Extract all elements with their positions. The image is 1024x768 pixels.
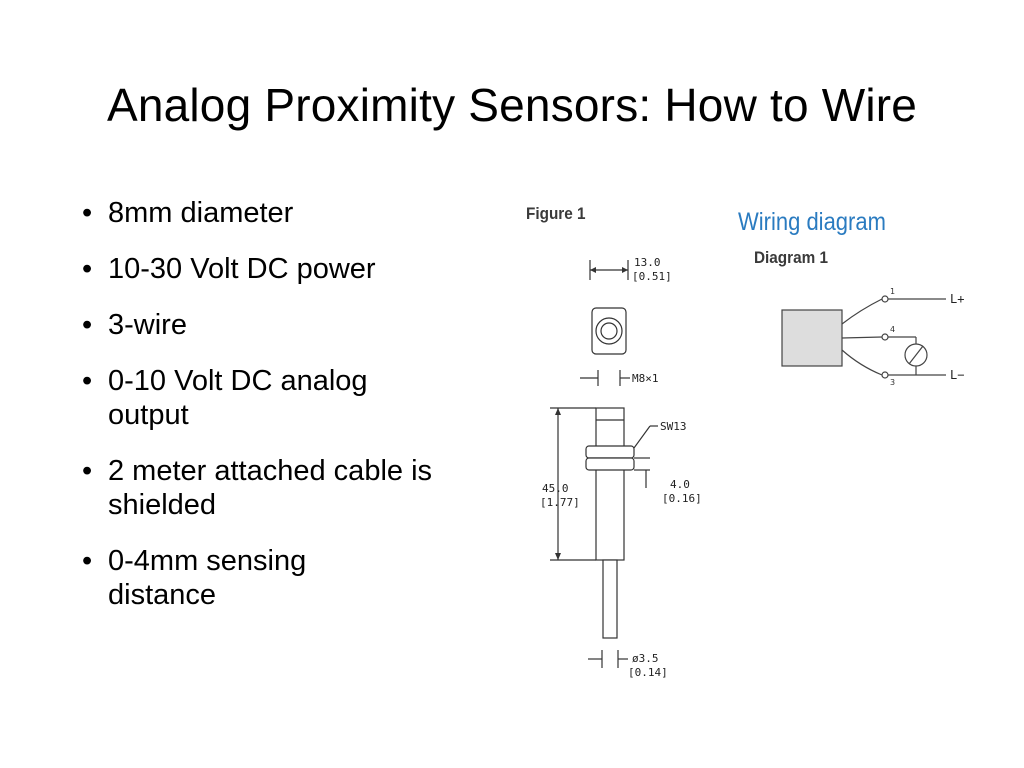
- dim-width-in: [0.51]: [632, 270, 672, 283]
- bullet-text: 3-wire: [108, 309, 187, 341]
- sensor-drawing: [550, 260, 946, 668]
- wire-4: [841, 336, 883, 339]
- bullet-item: • 0-4mm sensing distance: [78, 544, 408, 612]
- pin-label-1: 1: [890, 287, 896, 296]
- wiring-diagram-title: Wiring diagram: [738, 208, 886, 236]
- hex-nut-outline: [591, 307, 627, 355]
- dim-length-in: [1.77]: [540, 496, 580, 509]
- nut-side-2: [585, 457, 635, 471]
- dim-nut-in: [0.16]: [662, 492, 702, 505]
- bullet-icon: •: [82, 545, 93, 577]
- dim-length-mm: 45.0: [542, 482, 569, 495]
- dim-cable-in: [0.14]: [628, 666, 668, 679]
- bullet-icon: •: [82, 197, 93, 229]
- bullet-text: 0-10 Volt DC analog output: [108, 365, 368, 431]
- wire-1: [841, 298, 883, 325]
- wiring-schematic: [781, 295, 946, 379]
- figure-label: Figure 1: [526, 204, 586, 223]
- meter-icon: [904, 343, 928, 367]
- nut-side-1: [585, 445, 635, 459]
- bullet-icon: •: [82, 253, 93, 285]
- pin-label-4: 4: [890, 325, 896, 334]
- bullet-text: 8mm diameter: [108, 197, 294, 229]
- diagram-label: Diagram 1: [754, 248, 828, 267]
- pin-label-3: 3: [890, 378, 896, 387]
- bullet-item: • 8mm diameter: [78, 196, 498, 230]
- terminal-l-minus: L−: [950, 368, 965, 382]
- nut-inner-circle: [600, 322, 618, 340]
- slide-title: Analog Proximity Sensors: How to Wire: [106, 79, 918, 131]
- bullet-item: • 3-wire: [78, 308, 498, 342]
- cable: [602, 559, 618, 639]
- bullet-text: 10-30 Volt DC power: [108, 253, 376, 285]
- terminal-l-plus: L+: [950, 292, 965, 306]
- wire-3: [841, 349, 883, 376]
- sensor-body: [595, 407, 625, 561]
- nut-outer-circle: [595, 317, 623, 345]
- dim-thread: M8×1: [632, 372, 659, 385]
- bullet-item: • 2 meter attached cable is shielded: [78, 454, 498, 522]
- bullet-text: 0-4mm sensing distance: [108, 545, 307, 611]
- bullet-item: • 0-10 Volt DC analog output: [78, 364, 438, 432]
- bullet-list: • 8mm diameter • 10-30 Volt DC power • 3-wi…: [78, 196, 498, 634]
- dim-width-mm: 13.0: [634, 256, 661, 269]
- sensor-figure-panel: Figure 1 Wiring diagram Diagram 1 13.0 […: [510, 190, 990, 690]
- bullet-icon: •: [82, 455, 93, 487]
- bullet-icon: •: [82, 365, 93, 397]
- dim-nut-mm: 4.0: [670, 478, 690, 491]
- dim-cable-mm: ø3.5: [632, 652, 659, 665]
- dim-wrench: SW13: [660, 420, 687, 433]
- sensor-box: [781, 309, 843, 367]
- bullet-item: • 10-30 Volt DC power: [78, 252, 498, 286]
- bullet-icon: •: [82, 309, 93, 341]
- bullet-text: 2 meter attached cable is shielded: [108, 455, 433, 521]
